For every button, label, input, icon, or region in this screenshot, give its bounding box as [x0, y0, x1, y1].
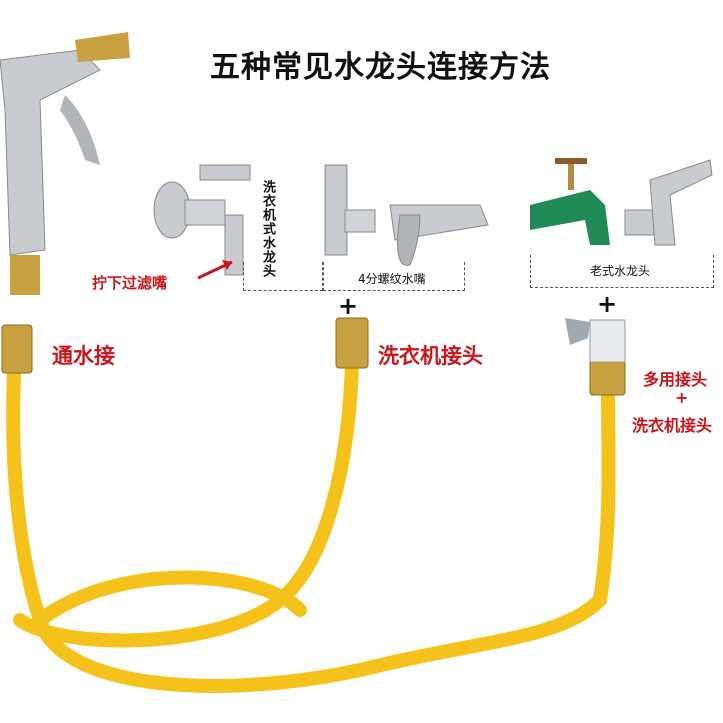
bracket [323, 262, 465, 291]
old-green-faucet-icon [530, 158, 610, 245]
connector2-label: 洗衣机接头 [378, 344, 483, 368]
washer-faucet-icon [153, 164, 251, 276]
brass-connector-icon [1, 317, 626, 396]
shower-valve-icon [389, 204, 489, 266]
connector3a-label: 多用接头 [643, 370, 708, 389]
washer-faucet-label: 洗衣机式水龙头 [260, 180, 275, 278]
plus-sign: + [338, 292, 359, 320]
bracket [530, 255, 714, 288]
connector3b-label: 洗衣机接头 [632, 416, 713, 435]
connector1-label: 通水接 [52, 344, 115, 368]
thread-nozzle-label: 4分螺纹水嘴 [358, 272, 426, 286]
plus-sign: + [597, 290, 618, 318]
hose [6, 353, 616, 693]
remove-filter-label: 拧下过滤嘴 [92, 274, 168, 292]
spray-gun-icon [0, 32, 130, 295]
angle-valve-icon [324, 164, 376, 256]
plus-sign: + [675, 388, 689, 407]
bracket [243, 262, 323, 291]
multi-adapter-icon [565, 318, 626, 363]
page-title: 五种常见水龙头连接方法 [210, 50, 551, 85]
chrome-faucet-icon [624, 159, 713, 246]
old-faucet-label: 老式水龙头 [590, 264, 651, 278]
